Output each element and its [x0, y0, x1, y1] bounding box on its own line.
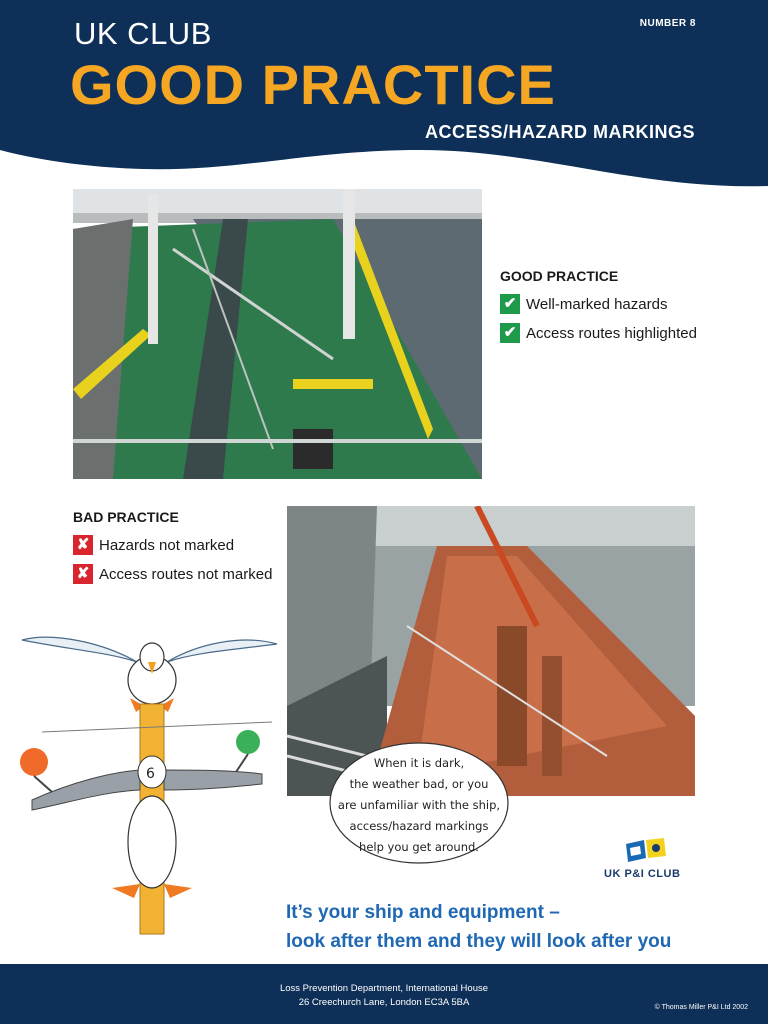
good-practice-photo	[73, 189, 482, 479]
footer: Loss Prevention Department, Internationa…	[0, 964, 768, 1024]
copyright-notice: © Thomas Miller P&I Ltd 2002	[654, 1004, 748, 1011]
bad-practice-photo	[287, 506, 695, 796]
speech-bubble-text: When it is dark, the weather bad, or you…	[334, 753, 504, 858]
slogan-line: It’s your ship and equipment –	[286, 902, 560, 923]
list-item-label: Access routes not marked	[99, 566, 273, 583]
speech-line: the weather bad, or you	[349, 777, 489, 791]
list-item: ✔ Access routes highlighted	[500, 323, 730, 344]
seagull-cartoon-illustration: 6	[12, 622, 292, 962]
club-name: UK CLUB	[74, 16, 212, 51]
checkmark-icon: ✔	[500, 294, 520, 314]
list-item-label: Hazards not marked	[99, 537, 235, 554]
list-item: ✔ Well-marked hazards	[500, 294, 730, 315]
svg-text:6: 6	[146, 766, 155, 782]
page-subtitle: ACCESS/HAZARD MARKINGS	[424, 122, 695, 142]
speech-line: When it is dark,	[373, 756, 465, 770]
header-wave-background	[0, 0, 768, 187]
good-practice-heading: GOOD PRACTICE	[500, 268, 619, 284]
checkmark-icon: ✔	[500, 323, 520, 343]
good-practice-list: GOOD PRACTICE ✔ Well-marked hazards ✔ Ac…	[500, 268, 730, 352]
bad-practice-list: BAD PRACTICE ✘ Hazards not marked ✘ Acce…	[73, 509, 273, 593]
uk-pi-club-logo: UK P&I CLUB	[600, 836, 700, 886]
page-title: GOOD PRACTICE	[70, 53, 556, 116]
footer-address-line: 26 Creechurch Lane, London EC3A 5BA	[298, 997, 470, 1008]
bad-practice-heading: BAD PRACTICE	[73, 509, 179, 525]
footer-address: Loss Prevention Department, Internationa…	[0, 982, 768, 1010]
issue-number: NUMBER 8	[639, 18, 696, 29]
list-item-label: Well-marked hazards	[526, 296, 668, 313]
logo-text: UK P&I CLUB	[604, 868, 681, 880]
list-item: ✘ Access routes not marked	[73, 564, 273, 585]
speech-line: help you get around.	[359, 840, 479, 854]
speech-line: access/hazard markings	[349, 819, 489, 833]
footer-address-line: Loss Prevention Department, Internationa…	[279, 983, 489, 994]
list-item: ✘ Hazards not marked	[73, 535, 273, 556]
header-banner: NUMBER 8 UK CLUB GOOD PRACTICE ACCESS/HA…	[0, 0, 768, 190]
slogan: It’s your ship and equipment – look afte…	[286, 898, 746, 956]
list-item-label: Access routes highlighted	[526, 325, 697, 342]
cross-icon: ✘	[73, 564, 93, 584]
slogan-line: look after them and they will look after…	[286, 931, 672, 952]
speech-bubble: When it is dark, the weather bad, or you…	[328, 741, 510, 865]
speech-line: are unfamiliar with the ship,	[337, 798, 501, 812]
cross-icon: ✘	[73, 535, 93, 555]
flag-logo-icon	[626, 838, 666, 862]
